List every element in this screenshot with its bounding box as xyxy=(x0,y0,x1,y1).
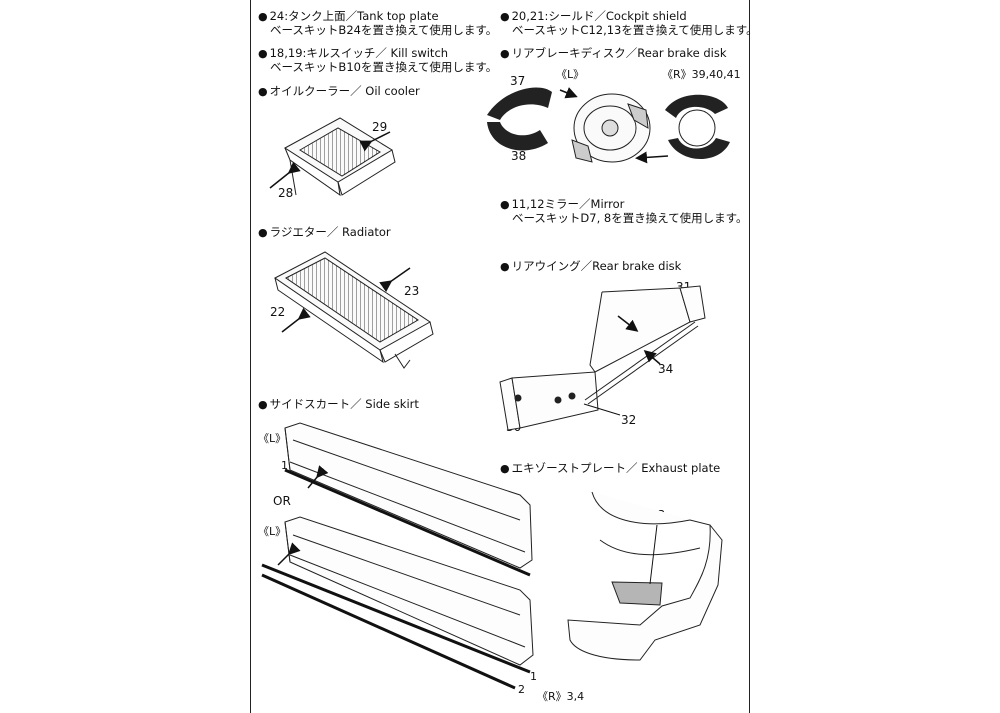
left-border xyxy=(250,0,251,713)
right-border xyxy=(749,0,750,713)
side-skirt-drawing-1 xyxy=(284,422,533,569)
arrow-brake-right xyxy=(635,151,669,164)
rear-wing-drawing xyxy=(499,285,706,431)
tank-top-heading: ●24:タンク上面／Tank top plate xyxy=(258,9,439,23)
cockpit-shield-heading: ●20,21:シールド／Cockpit shield xyxy=(500,9,687,23)
skirt-strip-2a xyxy=(261,563,531,674)
brake-disk-hub xyxy=(571,93,651,163)
skirt-left-tag-2: 《L》 xyxy=(258,525,287,538)
arrow-23 xyxy=(379,267,411,293)
rear-wing-heading: ●リアウイング／Rear brake disk xyxy=(500,259,682,273)
skirt-or-label: OR xyxy=(273,494,291,508)
arrow-34 xyxy=(643,350,661,365)
skirt-part-1a: 1 xyxy=(281,459,288,472)
leader-33 xyxy=(649,524,658,585)
arrow-29 xyxy=(359,131,391,152)
skirt-left-tag-1: 《L》 xyxy=(258,432,287,445)
skirt-part-2: 2 xyxy=(518,683,525,696)
skirt-part-1b: 1 xyxy=(530,670,537,683)
arrow-skirt-2 xyxy=(277,542,301,566)
brake-caliper-left xyxy=(487,87,552,151)
arrow-28 xyxy=(269,161,301,189)
part-number-22: 22 xyxy=(270,305,286,319)
mirror-note: ベースキットD7, 8を置き換えて使用します。 xyxy=(512,211,748,225)
radiator-heading: ●ラジエター／ Radiator xyxy=(258,225,391,239)
kill-switch-heading: ●18,19:キルスイッチ／ Kill switch xyxy=(258,46,449,60)
arrow-22 xyxy=(281,307,311,333)
skirt-strip-1 xyxy=(284,468,531,577)
skirt-right-tag: 《R》3,4 xyxy=(537,690,585,703)
cockpit-shield-note: ベースキットC12,13を置き換えて使用します。 xyxy=(512,23,758,37)
part-number-32: 32 xyxy=(621,413,637,427)
kill-switch-note: ベースキットB10を置き換えて使用します。 xyxy=(270,60,498,74)
part-number-23: 23 xyxy=(404,284,420,298)
mirror-heading: ●11,12ミラー／Mirror xyxy=(500,197,625,211)
part-number-37: 37 xyxy=(510,74,526,88)
leader-32 xyxy=(583,403,621,416)
side-skirt-heading: ●サイドスカート／ Side skirt xyxy=(258,397,419,411)
part-number-38: 38 xyxy=(511,149,527,163)
part-number-28: 28 xyxy=(278,186,294,200)
exhaust-plate-drawing xyxy=(567,491,723,661)
oil-cooler-drawing xyxy=(284,117,396,197)
arrow-35 xyxy=(617,315,639,332)
part-number-34: 34 xyxy=(658,362,674,376)
part-number-29: 29 xyxy=(372,120,388,134)
brake-caliper-right xyxy=(665,94,730,160)
oil-cooler-heading: ●オイルクーラー／ Oil cooler xyxy=(258,84,420,98)
side-skirt-drawing-2 xyxy=(284,516,534,666)
arrow-brake-left xyxy=(559,87,578,99)
arrow-skirt-1 xyxy=(307,465,329,489)
brake-right-tag: 《R》39,40,41 xyxy=(662,68,741,81)
radiator-drawing xyxy=(274,251,434,369)
exhaust-heading: ●エキゾーストプレート／ Exhaust plate xyxy=(500,461,721,475)
rear-brake-heading: ●リアブレーキディスク／Rear brake disk xyxy=(500,46,727,60)
brake-left-tag: 《L》 xyxy=(556,68,585,81)
tank-top-note: ベースキットB24を置き換えて使用します。 xyxy=(270,23,498,37)
skirt-strip-2b xyxy=(261,573,516,690)
